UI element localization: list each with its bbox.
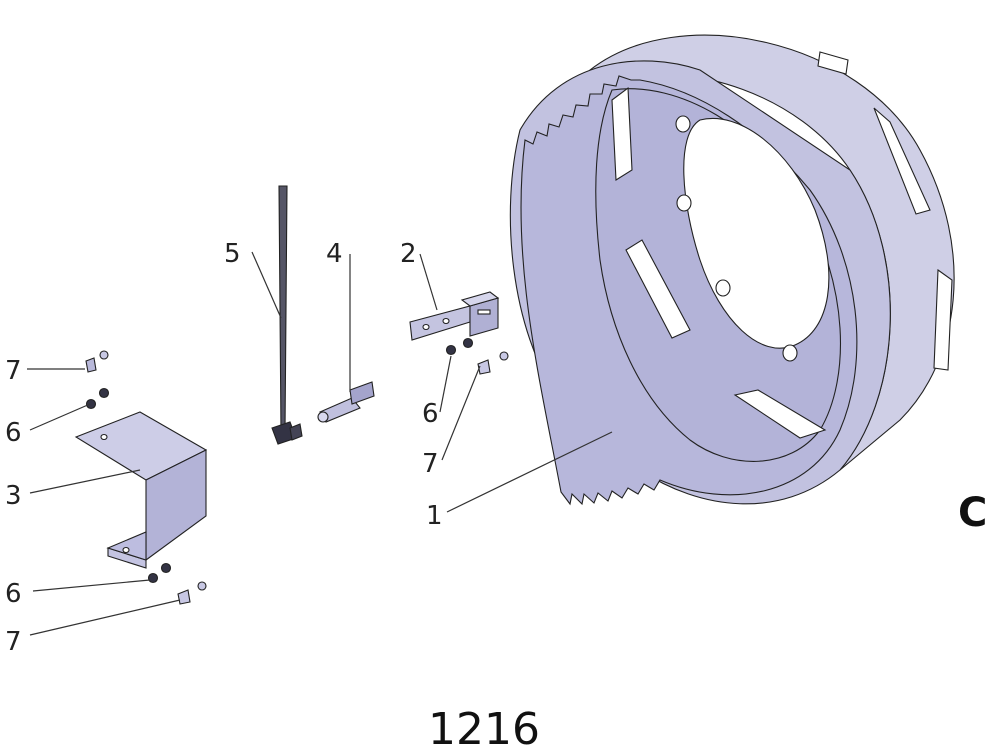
- callout-5: 5: [224, 239, 241, 269]
- fasteners: [85, 337, 509, 605]
- callout-6: 6: [5, 579, 22, 609]
- cover-plate-part: [74, 411, 208, 569]
- sensor-part: [317, 381, 375, 423]
- angle-bracket-part: [409, 291, 500, 341]
- callout-7: 7: [422, 449, 439, 479]
- callout-6: 6: [5, 418, 22, 448]
- callout-1: 1: [426, 501, 443, 531]
- callout-3: 3: [5, 481, 22, 511]
- callout-2: 2: [400, 239, 417, 269]
- section-letter: C: [958, 490, 987, 536]
- callout-4: 4: [326, 239, 343, 269]
- leader-lines: [27, 251, 613, 636]
- cable-rod-part: [271, 185, 303, 445]
- callout-labels: 5 4 2 7 6 3 6 7 6 7 1: [5, 239, 443, 657]
- figure-number: 1216: [428, 704, 540, 755]
- brake-drum-part: [509, 34, 955, 506]
- callout-7: 7: [5, 627, 22, 657]
- callout-7: 7: [5, 356, 22, 386]
- callout-6: 6: [422, 399, 439, 429]
